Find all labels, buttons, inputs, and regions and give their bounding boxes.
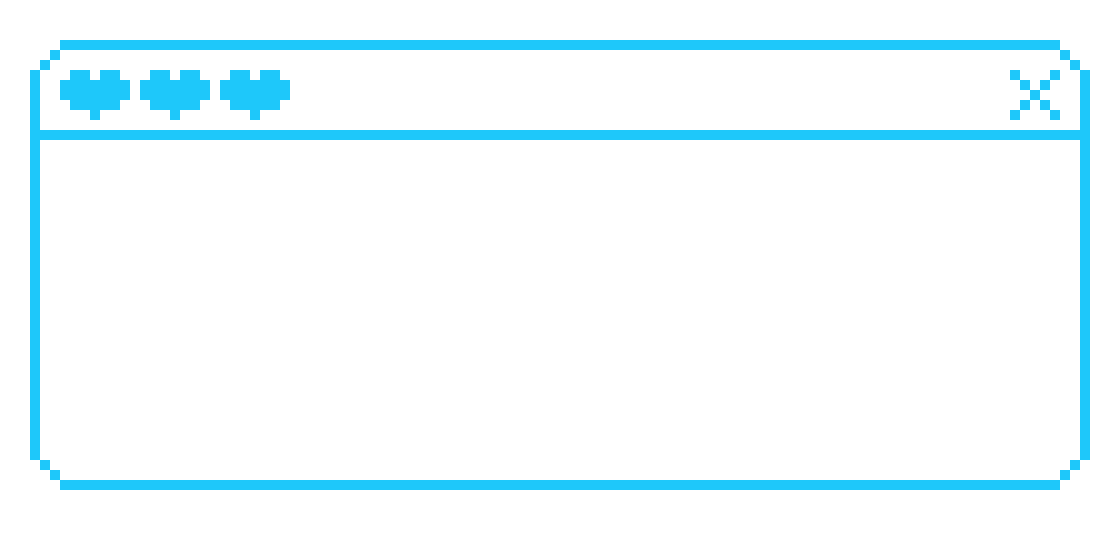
heart-icon [140, 70, 210, 120]
lives-display [60, 70, 290, 120]
window-content [40, 140, 1080, 460]
close-icon [1010, 70, 1060, 120]
heart-icon [60, 70, 130, 120]
window-border [30, 40, 1090, 490]
heart-icon [220, 70, 290, 120]
title-bar-divider [40, 130, 1080, 140]
close-button[interactable] [1000, 60, 1070, 130]
